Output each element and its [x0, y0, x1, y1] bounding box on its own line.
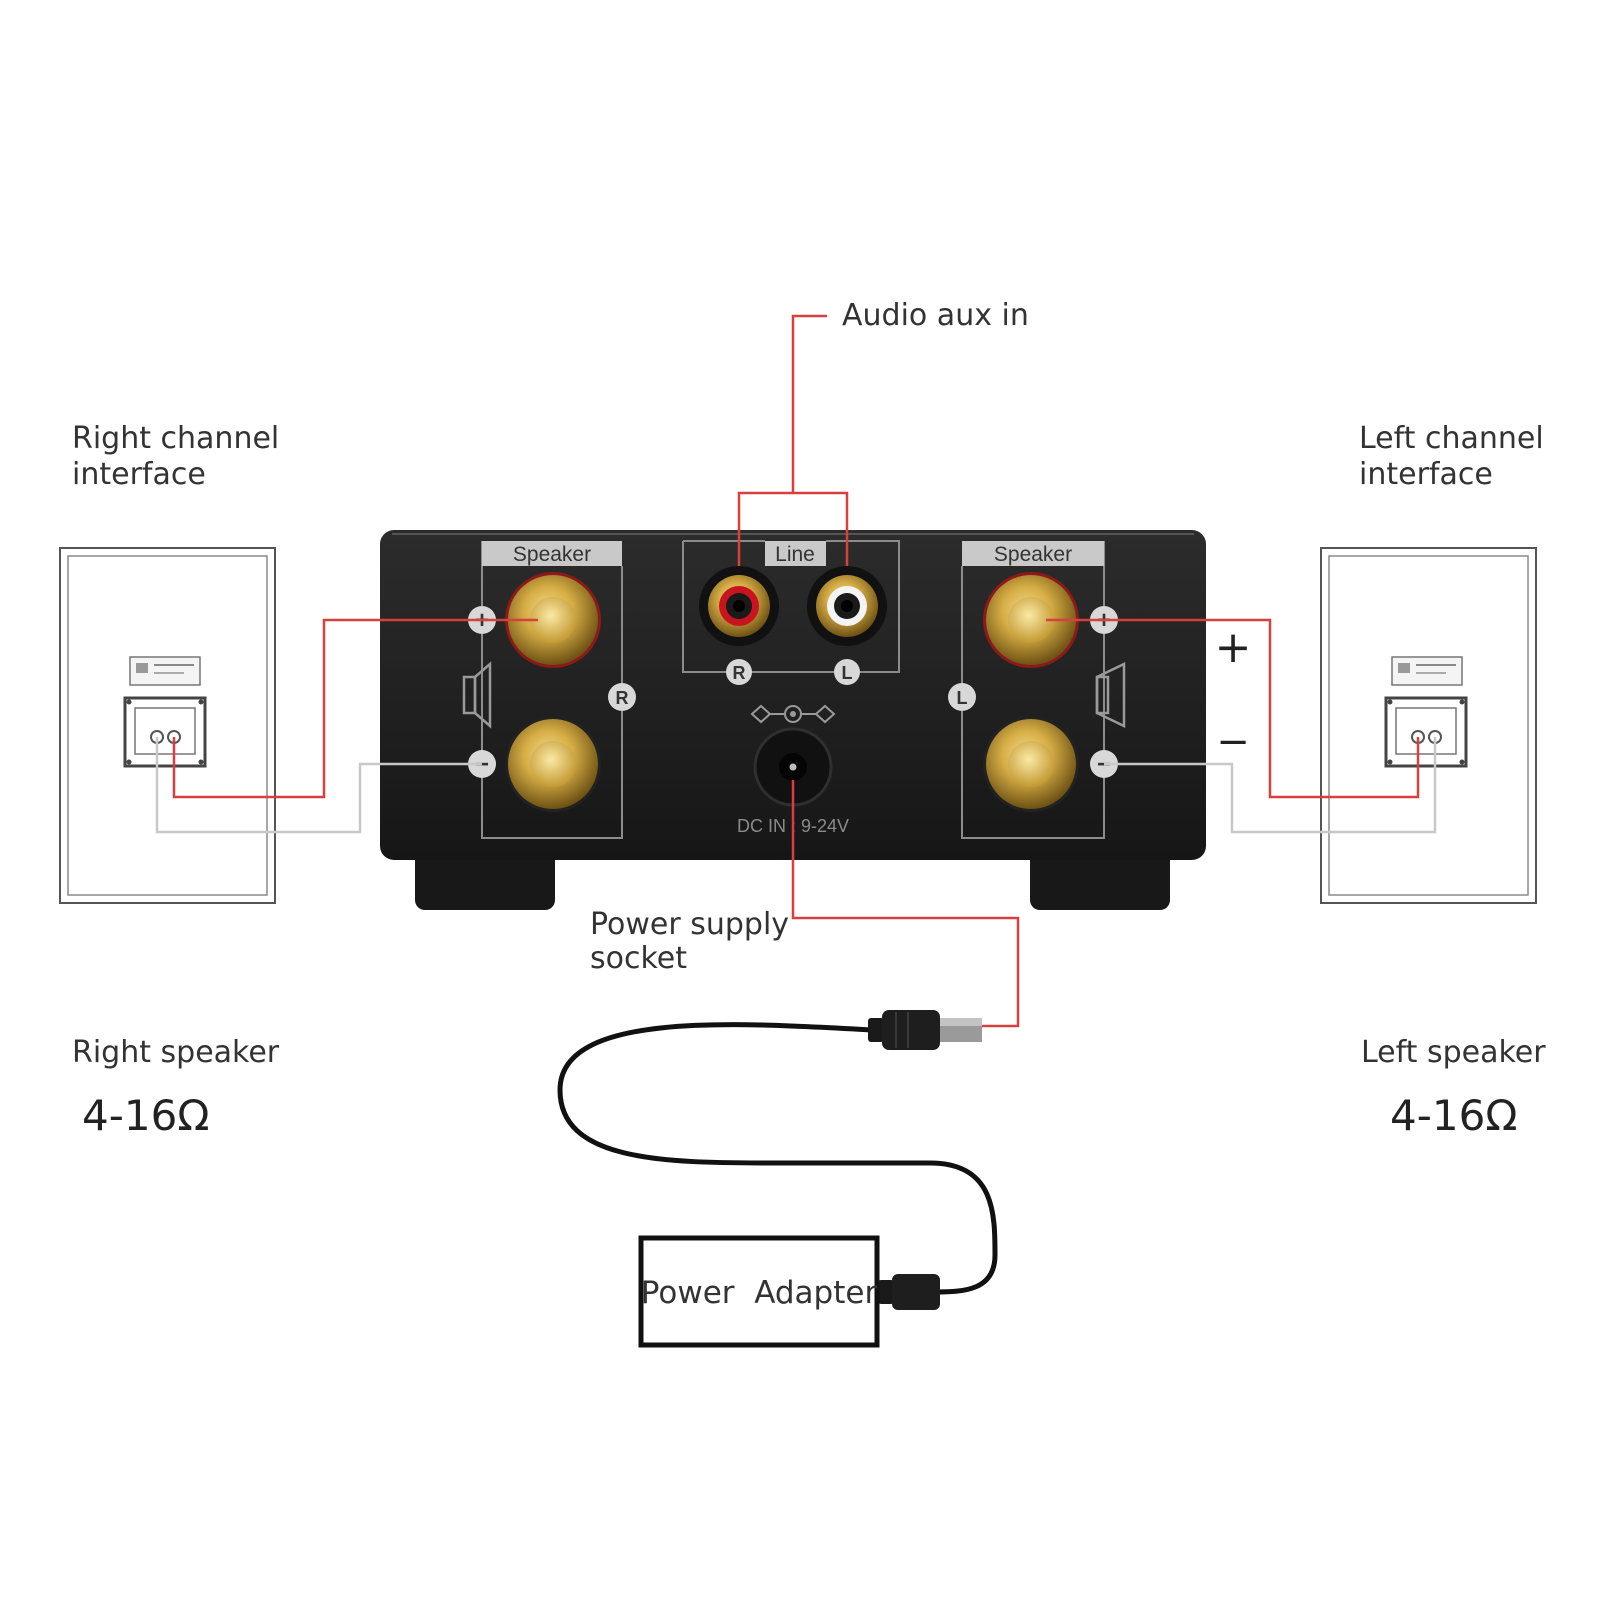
- line-tab: [765, 541, 826, 566]
- audio-aux-in-label: Audio aux in: [842, 298, 1029, 333]
- power-adapter-label: Power Adapter: [641, 1275, 878, 1311]
- right-negative-wire: [155, 737, 482, 834]
- power-supply-label-2: socket: [590, 941, 687, 976]
- left-channel-label-1: Left channel: [1359, 421, 1544, 456]
- left-speaker-label: Left speaker: [1361, 1035, 1546, 1070]
- rca-l-label: L: [842, 663, 853, 683]
- speaker-tab-right-label: Speaker: [513, 543, 591, 566]
- speaker-tab-left-label: Speaker: [994, 543, 1072, 566]
- speaker-tab-right: [482, 541, 622, 566]
- dc-plug: [868, 1010, 982, 1050]
- amp-foot-right: [1030, 850, 1170, 910]
- audio-aux-leader: [737, 314, 849, 566]
- rca-jack-right: [699, 566, 779, 646]
- speaker-symbol-icon: [462, 661, 492, 729]
- dc-polarity-icon: [750, 704, 836, 724]
- right-impedance-label: 4-16Ω: [82, 1091, 209, 1140]
- adapter-plug: [878, 1274, 940, 1310]
- right-speaker-label: Right speaker: [72, 1035, 280, 1070]
- right-channel-label-2: interface: [72, 457, 206, 492]
- left-positive-wire: [1046, 618, 1420, 799]
- polarity-minus: −: [1216, 719, 1250, 765]
- power-socket-leader: [791, 780, 1020, 1028]
- left-channel-label-2: interface: [1359, 457, 1493, 492]
- speaker-output-right: Speaker + − R: [462, 541, 636, 839]
- right-positive-wire: [172, 618, 538, 799]
- channel-l-marker: L: [957, 688, 968, 708]
- line-input-section: Line R L: [682, 540, 900, 685]
- left-speaker-wires: [1046, 618, 1437, 834]
- line-tab-label: Line: [775, 543, 815, 566]
- right-speaker-cabinet: [59, 547, 276, 904]
- polarity-plus: +: [1215, 622, 1252, 673]
- power-supply-label-1: Power supply: [590, 907, 789, 942]
- channel-r-marker: R: [616, 688, 629, 708]
- right-channel-label-1: Right channel: [72, 421, 279, 456]
- left-speaker-cabinet: [1320, 547, 1537, 904]
- left-impedance-label: 4-16Ω: [1390, 1091, 1517, 1140]
- right-speaker-wires: [155, 618, 538, 834]
- power-adapter-box: [638, 1235, 880, 1348]
- amp-foot-left: [415, 850, 555, 910]
- speaker-output-left: Speaker + − L: [948, 541, 1126, 839]
- left-negative-wire: [1104, 737, 1437, 834]
- rca-jack-left: [807, 566, 887, 646]
- rca-r-label: R: [733, 663, 746, 683]
- speaker-tab-left: [962, 541, 1104, 566]
- speaker-symbol-icon: [1095, 662, 1126, 728]
- power-cable: [557, 1010, 998, 1310]
